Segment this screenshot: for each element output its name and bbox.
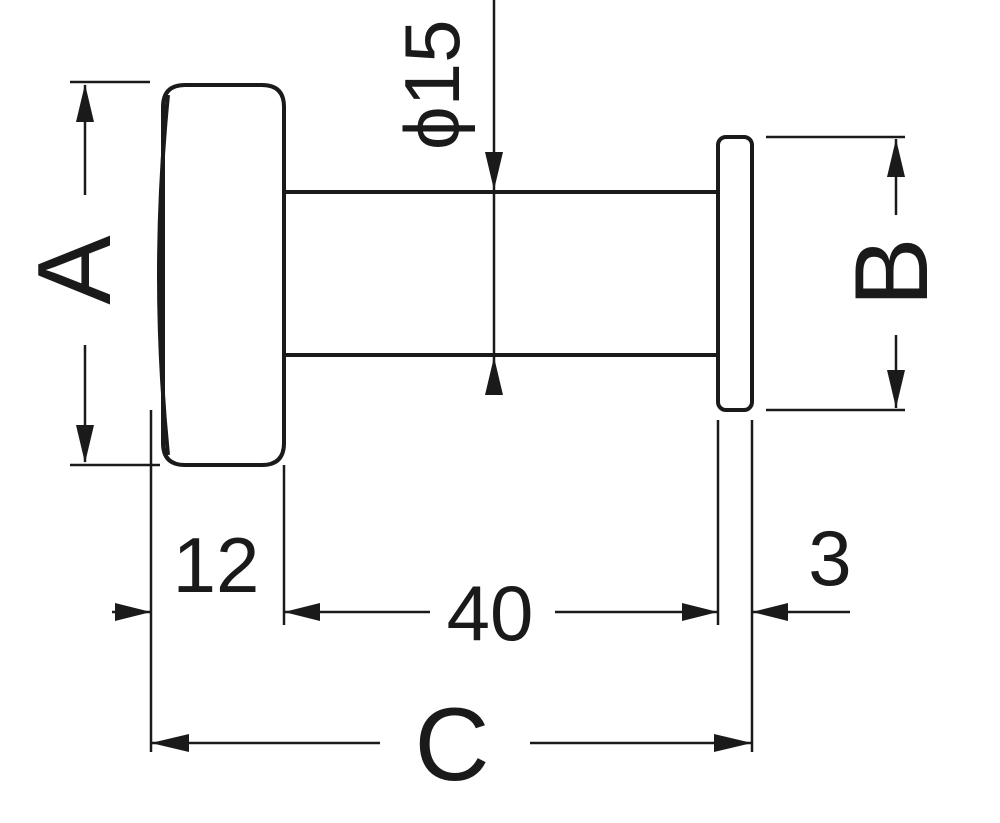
- shaft-length-label: 40: [447, 569, 534, 657]
- flange: [716, 135, 754, 412]
- dimension-b-label: B: [834, 237, 950, 306]
- extension-lines: [149, 410, 754, 752]
- dimension-a: A: [17, 80, 160, 467]
- diameter-label: ϕ15: [388, 20, 476, 150]
- knob-head: [161, 83, 286, 467]
- dimension-diameter: ϕ15: [388, 0, 503, 395]
- dimension-c-label: C: [414, 687, 489, 803]
- flange-thickness-label: 3: [808, 514, 851, 602]
- dimension-row-top: 12 40 3: [112, 514, 852, 657]
- knob-width-label: 12: [173, 521, 260, 609]
- dimension-c: C: [151, 687, 752, 803]
- dimension-a-label: A: [17, 235, 133, 305]
- knob-face-curve: [157, 94, 170, 456]
- dimension-b: B: [766, 135, 950, 412]
- part-outline: [157, 83, 754, 467]
